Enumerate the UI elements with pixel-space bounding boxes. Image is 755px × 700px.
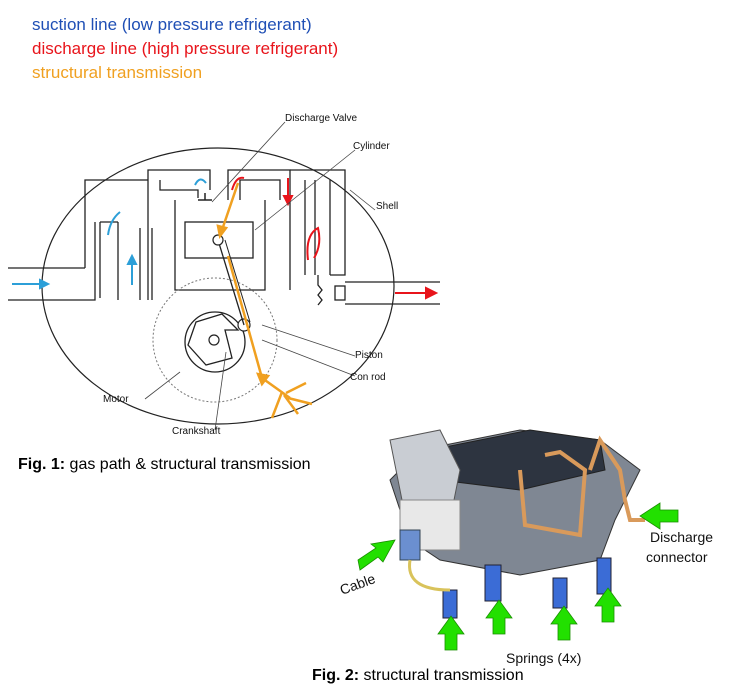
arrow-cable <box>357 539 396 571</box>
discharge-flow-arrows <box>231 176 439 300</box>
label-cable: Cable <box>338 570 378 598</box>
label-motor: Motor <box>103 394 129 405</box>
discharge-valve <box>198 193 212 201</box>
figure-1-caption: Fig. 1: gas path & structural transmissi… <box>18 456 311 473</box>
label-discharge-valve: Discharge Valve <box>285 113 358 124</box>
suction-flow-arrows <box>12 178 207 290</box>
label-crankshaft: Crankshaft <box>172 426 221 437</box>
crank-pin <box>208 334 220 346</box>
figure-2-caption: Fig. 2: structural transmission <box>312 667 524 684</box>
label-discharge-connector-line2: connector <box>646 549 708 565</box>
arrow-spring-1 <box>437 615 465 651</box>
label-cylinder: Cylinder <box>353 141 390 152</box>
green-indicator-arrows <box>357 502 679 651</box>
compressor-assembly-image <box>389 429 645 619</box>
arrow-spring-3 <box>550 605 578 641</box>
label-discharge-connector-line1: Discharge <box>650 529 713 545</box>
label-con-rod: Con rod <box>350 372 386 383</box>
leader-lines <box>144 121 376 431</box>
label-springs: Springs (4x) <box>506 650 581 666</box>
motor-circle <box>152 277 278 403</box>
structural-transmission-arrows <box>216 182 313 419</box>
crankshaft-disc <box>184 311 246 373</box>
legend-discharge-line: discharge line (high pressure refrigeran… <box>32 39 339 58</box>
legend-structural-transmission: structural transmission <box>32 63 203 82</box>
arrow-spring-2 <box>485 599 513 635</box>
arrow-discharge-connector <box>639 502 679 530</box>
con-rod-edge <box>224 239 251 323</box>
con-rod <box>217 239 245 326</box>
piston-pin <box>212 234 224 246</box>
legend-suction-line: suction line (low pressure refrigerant) <box>32 15 312 34</box>
label-shell: Shell <box>376 201 398 212</box>
arrow-spring-4 <box>594 587 622 623</box>
label-piston: Piston <box>355 350 383 361</box>
suction-pipe <box>8 169 211 301</box>
